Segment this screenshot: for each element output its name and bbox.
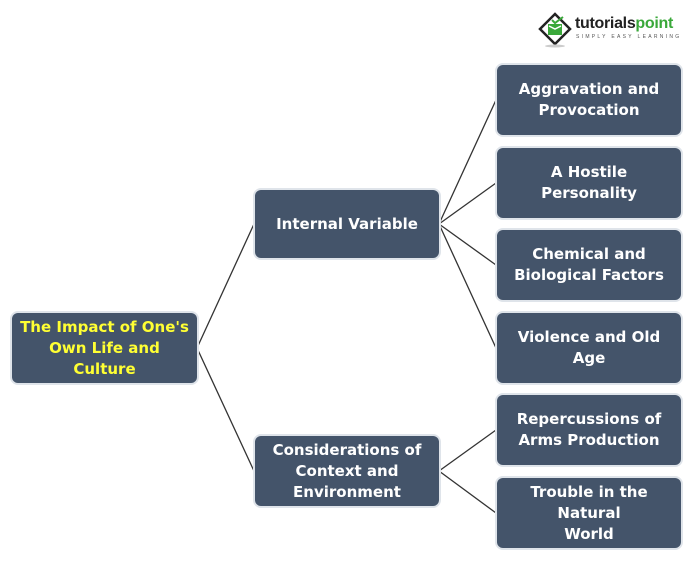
leaf-node: Aggravation and Provocation (497, 65, 681, 135)
leaf-node: Chemical and Biological Factors (497, 230, 681, 300)
link-considerations-child-1 (438, 429, 497, 472)
link-internal-child-1 (438, 99, 497, 225)
branch-node-label: Internal Variable (276, 214, 418, 233)
logo-tagline: SIMPLY EASY LEARNING (576, 34, 682, 40)
link-root-internal (196, 223, 255, 349)
leaf-node: Repercussions of Arms Production (497, 395, 681, 465)
branch-node-considerations: Considerations of Context and Environmen… (255, 436, 439, 506)
leaf-node-label: Violence and Old Age (517, 328, 661, 367)
link-internal-child-4 (438, 223, 497, 349)
leaf-node-label: A Hostile Personality (541, 163, 637, 202)
root-node: The Impact of One's Own Life and Culture (12, 313, 197, 383)
leaf-node-label: Chemical and Biological Factors (514, 245, 664, 284)
branch-node-label: Considerations of Context and Environmen… (272, 440, 422, 501)
leaf-node-label: Trouble in the Natural World (530, 482, 648, 543)
logo-wordmark: tutorialspoint (575, 15, 674, 32)
link-internal-child-3 (438, 223, 497, 266)
link-internal-child-2 (438, 182, 497, 225)
leaf-node: A Hostile Personality (497, 148, 681, 218)
leaf-node: Trouble in the Natural World (497, 478, 681, 548)
logo-diamond-icon (538, 12, 572, 48)
leaf-node-label: Repercussions of Arms Production (516, 410, 662, 449)
link-root-considerations (196, 347, 255, 472)
leaf-node-label: Aggravation and Provocation (518, 80, 660, 119)
link-considerations-child-2 (438, 470, 497, 514)
branch-node-internal-variable: Internal Variable (255, 190, 439, 258)
leaf-node: Violence and Old Age (497, 313, 681, 383)
tutorialspoint-logo: tutorialspoint SIMPLY EASY LEARNING (538, 12, 688, 50)
root-node-label: The Impact of One's Own Life and Culture (20, 317, 189, 378)
